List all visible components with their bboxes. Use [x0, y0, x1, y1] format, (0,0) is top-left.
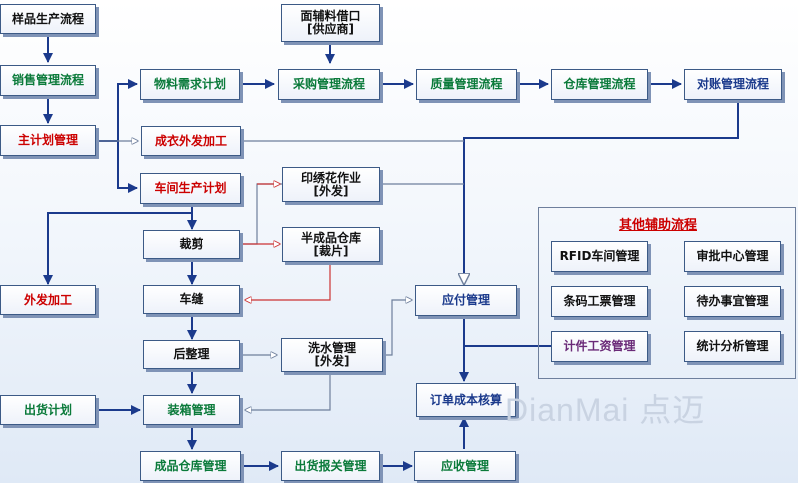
- node-master-plan[interactable]: 主计划管理: [0, 125, 96, 156]
- node-sample[interactable]: 样品生产流程: [0, 4, 96, 34]
- node-sales[interactable]: 销售管理流程: [0, 65, 96, 96]
- arrow-wash-packing: [245, 372, 331, 410]
- watermark: DianMai 点迈: [505, 392, 706, 428]
- node-warehouse[interactable]: 仓库管理流程: [551, 69, 648, 100]
- node-sewing[interactable]: 车缝: [143, 285, 240, 314]
- arrow-reconcile-payable: [464, 101, 739, 284]
- node-ship-plan[interactable]: 出货计划: [0, 395, 96, 425]
- node-print-embroider[interactable]: 印绣花作业 [外发]: [282, 167, 380, 202]
- node-washing[interactable]: 洗水管理 [外发]: [281, 338, 383, 372]
- aux-barcode[interactable]: 条码工票管理: [551, 286, 648, 317]
- node-packing[interactable]: 装箱管理: [143, 395, 240, 425]
- arrow-master-material: [96, 79, 138, 142]
- node-reconcile[interactable]: 对账管理流程: [684, 69, 782, 100]
- aux-rfid[interactable]: RFID车间管理: [551, 241, 648, 272]
- aux-stats[interactable]: 统计分析管理: [684, 331, 781, 362]
- arrow-to-outsource: [43, 212, 192, 285]
- arrow-master-workshop: [117, 141, 138, 193]
- aux-approval[interactable]: 审批中心管理: [684, 241, 781, 272]
- arrow-wash-payable: [383, 300, 412, 356]
- aux-todo[interactable]: 待办事宜管理: [684, 286, 781, 317]
- node-finishing[interactable]: 后整理: [143, 340, 240, 369]
- node-workshop-plan[interactable]: 车间生产计划: [140, 173, 241, 204]
- node-quality[interactable]: 质量管理流程: [416, 69, 517, 100]
- node-customs[interactable]: 出货报关管理: [281, 451, 380, 481]
- node-finished-wh[interactable]: 成品仓库管理: [140, 451, 241, 481]
- aux-panel: [538, 207, 796, 379]
- node-garment-out[interactable]: 成衣外发加工: [141, 126, 241, 156]
- node-supplier-interface[interactable]: 面辅料借口 [供应商]: [281, 4, 380, 42]
- node-receivable[interactable]: 应收管理: [414, 451, 516, 481]
- line-print-cutting: [240, 183, 282, 245]
- node-outsource[interactable]: 外发加工: [0, 285, 96, 315]
- node-cutting[interactable]: 裁剪: [143, 230, 240, 259]
- aux-piecework[interactable]: 计件工资管理: [551, 331, 648, 362]
- node-purchase[interactable]: 采购管理流程: [278, 69, 380, 100]
- aux-panel-title: 其他辅助流程: [618, 218, 697, 233]
- node-semi-warehouse[interactable]: 半成品仓库 [裁片]: [282, 227, 380, 262]
- node-material-plan[interactable]: 物料需求计划: [140, 69, 240, 100]
- node-payable[interactable]: 应付管理: [415, 285, 517, 316]
- node-cost[interactable]: 订单成本核算: [416, 383, 516, 417]
- arrow-semi-sewing: [245, 262, 331, 300]
